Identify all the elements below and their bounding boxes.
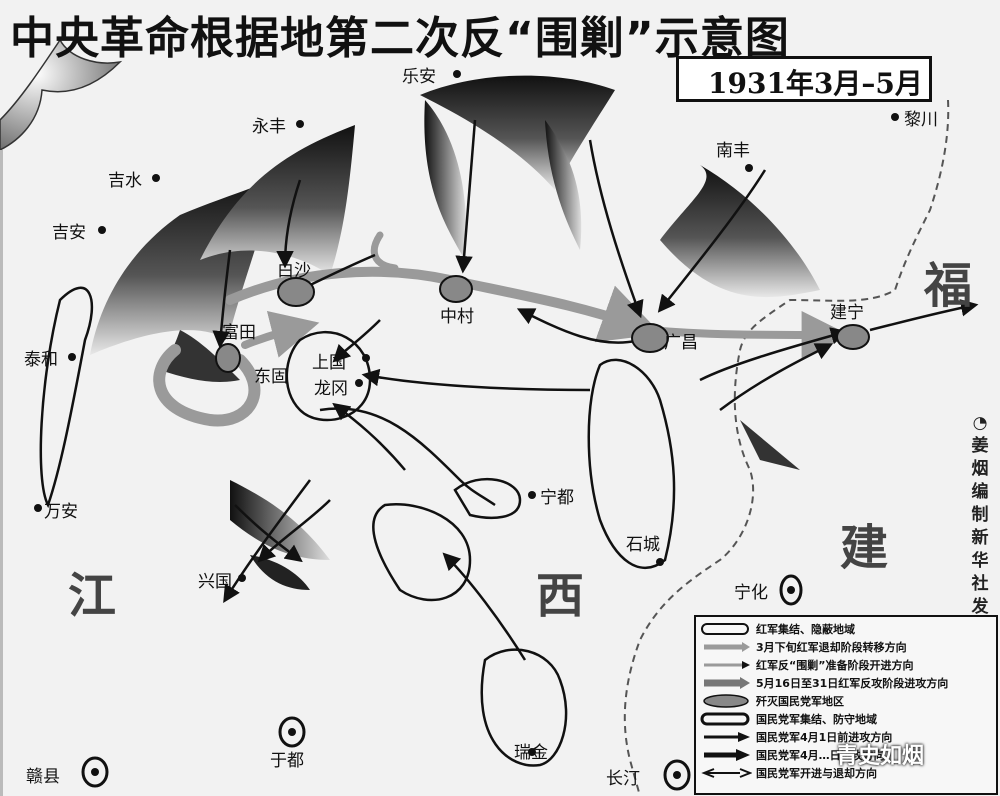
- place-jian: 吉安: [52, 223, 86, 243]
- place-nanfeng: 南丰: [716, 141, 750, 161]
- place-yudu: 于都: [270, 751, 304, 771]
- garrison-markers: [81, 574, 803, 791]
- legend-row: 红军集结、隐蔽地域: [696, 621, 996, 637]
- credit-char: 新: [971, 528, 989, 548]
- credit-char: 华: [971, 551, 989, 571]
- legend-symbol-withdraw: [701, 768, 752, 778]
- legend-row: 国民党军开进与退却方向: [696, 765, 996, 781]
- legend-row: 5月16日至31日红军反攻阶段进攻方向: [696, 675, 996, 691]
- place-baisha: 白沙: [277, 261, 311, 281]
- legend-label: 歼灭国民党军地区: [756, 695, 844, 708]
- credit-char: 烟: [971, 459, 989, 479]
- page-curl: [0, 38, 123, 151]
- period-box: [676, 56, 932, 102]
- place-lichuan: 黎川: [904, 110, 938, 130]
- legend-row: 国民党军4月1日前进攻方向: [696, 729, 996, 745]
- annihilation-areas: [215, 275, 870, 373]
- credit-vertical: ◔ 姜 烟 编 制 新 华 社 发: [966, 412, 994, 619]
- credit-char: 编: [971, 482, 989, 502]
- legend: 红军集结、隐蔽地域 3月下旬红军退却阶段转移方向 红军反“围剿”准备阶段开进方向…: [694, 615, 998, 795]
- legend-symbol-counterattack: [704, 677, 750, 689]
- legend-symbol-annihilation: [703, 694, 749, 708]
- place-guangchang: 广昌: [664, 333, 698, 353]
- legend-label: 国民党军开进与退却方向: [756, 767, 877, 780]
- attack-arrows: [212, 119, 979, 661]
- legend-symbol-garrison: [700, 712, 750, 726]
- legend-symbol-attack-after: [704, 749, 750, 761]
- place-shangguo: 上国: [312, 353, 346, 373]
- place-xingguo: 兴国: [198, 572, 232, 592]
- period-label: 1931年3月–5月: [708, 67, 923, 100]
- map-title: 中央革命根据地第二次反“围剿”示意图: [10, 13, 790, 64]
- province-char-fu: 福: [924, 258, 973, 314]
- place-ganxian: 赣县: [26, 767, 60, 787]
- place-jishui: 吉水: [108, 171, 142, 191]
- province-char-xi: 西: [536, 568, 585, 624]
- credit-char: 制: [971, 505, 989, 525]
- province-char-jiang: 江: [68, 568, 117, 624]
- place-jianning: 建宁: [830, 303, 864, 323]
- legend-label: 5月16日至31日红军反攻阶段进攻方向: [756, 677, 949, 690]
- place-lean: 乐安: [402, 67, 436, 87]
- place-taihe: 泰和: [24, 350, 58, 370]
- legend-symbol-advance: [704, 661, 750, 669]
- place-futian: 富田: [222, 323, 256, 343]
- legend-label: 国民党军集结、防守地域: [756, 713, 877, 726]
- nationalist-attack-zones: [90, 75, 820, 590]
- province-char-jian: 建: [840, 520, 889, 576]
- legend-row: 3月下旬红军退却阶段转移方向: [696, 639, 996, 655]
- legend-label: 国民党军4月…日进攻方向: [756, 749, 885, 762]
- credit-char: 社: [971, 574, 989, 594]
- legend-symbol-retreat: [704, 642, 750, 652]
- place-zhongcun: 中村: [440, 307, 474, 327]
- legend-row: 红军反“围剿”准备阶段开进方向: [696, 657, 996, 673]
- watermark: 青史如烟: [836, 744, 925, 769]
- place-wanan: 万安: [44, 502, 78, 522]
- legend-row: 国民党军集结、防守地域: [696, 711, 996, 727]
- place-shicheng: 石城: [626, 535, 660, 555]
- legend-label: 3月下旬红军退却阶段转移方向: [756, 641, 907, 654]
- place-donggu: 东固: [254, 367, 288, 387]
- garrison-dots: [91, 586, 795, 779]
- place-ruijin: 瑞金: [514, 743, 548, 763]
- legend-label: 红军集结、隐蔽地域: [756, 623, 855, 636]
- credit-char: ◔: [972, 413, 988, 433]
- place-ningdu: 宁都: [540, 488, 574, 508]
- place-yongfeng: 永丰: [252, 117, 286, 137]
- town-dots: [34, 70, 899, 756]
- legend-label: 红军反“围剿”准备阶段开进方向: [756, 659, 914, 672]
- place-longgang: 龙冈: [314, 379, 348, 399]
- legend-row: 歼灭国民党军地区: [696, 693, 996, 709]
- credit-char: 发: [971, 597, 989, 617]
- legend-symbol-red-army-area: [701, 623, 749, 635]
- credit-char: 姜: [971, 436, 989, 456]
- place-ninghua: 宁化: [734, 583, 768, 603]
- province-border: [623, 99, 950, 796]
- legend-symbol-attack-before: [704, 732, 750, 742]
- legend-label: 国民党军4月1日前进攻方向: [756, 731, 893, 744]
- place-changting: 长汀: [606, 769, 640, 789]
- legend-row: 国民党军4月…日进攻方向: [696, 747, 996, 763]
- red-army-areas: [39, 286, 676, 767]
